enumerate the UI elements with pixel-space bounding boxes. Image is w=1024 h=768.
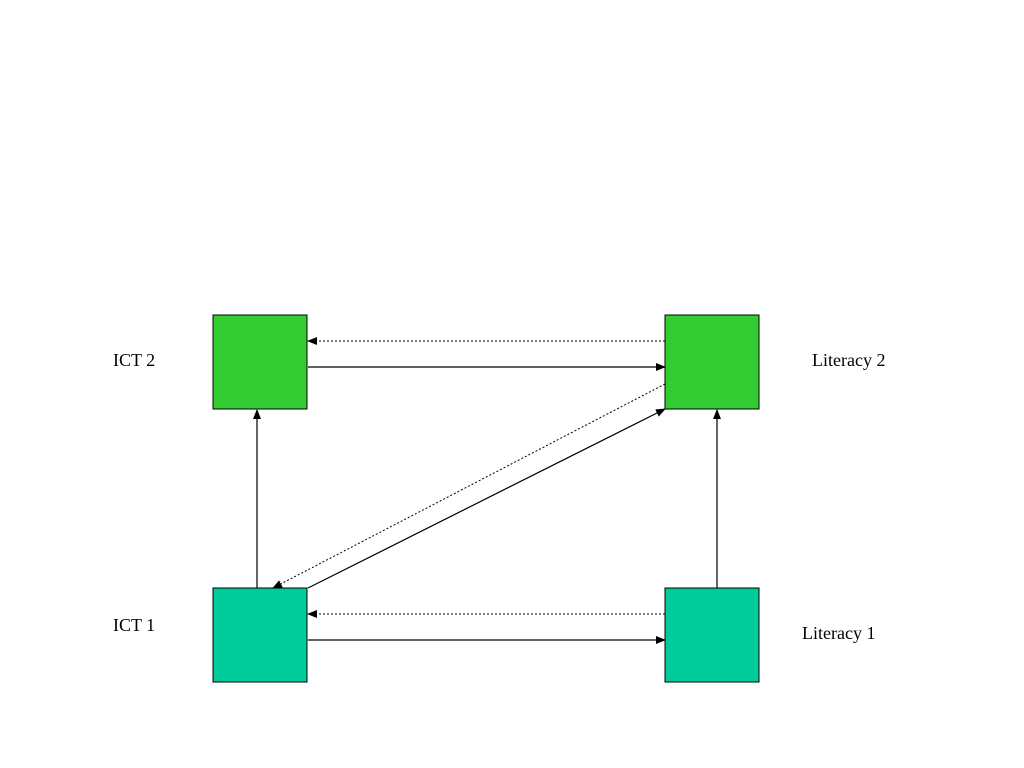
literacy1-label: Literacy 1 bbox=[802, 623, 875, 643]
ict2-label: ICT 2 bbox=[113, 350, 155, 370]
ict1-box bbox=[212, 587, 308, 683]
edge-ict1-to-literacy2 bbox=[307, 408, 666, 589]
edge-literacy2-to-ict1 bbox=[272, 383, 666, 589]
edges bbox=[253, 337, 721, 644]
labels: ICT 2 Literacy 2 ICT 1 Literacy 1 bbox=[113, 350, 885, 643]
ict2-box bbox=[212, 314, 308, 410]
literacy1-box bbox=[664, 587, 760, 683]
nodes bbox=[212, 314, 760, 683]
ict1-label: ICT 1 bbox=[113, 615, 155, 635]
literacy2-label: Literacy 2 bbox=[812, 350, 885, 370]
literacy2-box bbox=[664, 314, 760, 410]
